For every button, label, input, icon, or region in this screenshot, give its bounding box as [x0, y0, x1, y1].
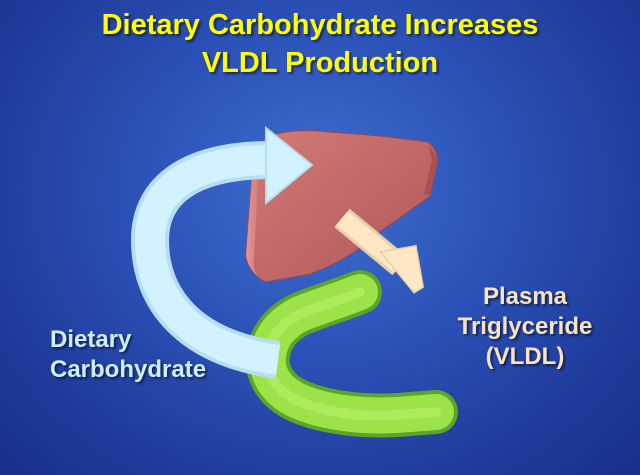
- carb-label-line-2: Carbohydrate: [50, 356, 207, 383]
- vldl-output-arrow-icon: [334, 208, 425, 294]
- carb-label-line-1: Dietary: [50, 326, 132, 353]
- slide-title: Dietary Carbohydrate Increases VLDL Prod…: [0, 6, 640, 82]
- dietary-carbohydrate-label: Dietary Carbohydrate: [50, 325, 206, 385]
- carbohydrate-arrow-icon: [130, 125, 314, 379]
- tg-label-line-3: (VLDL): [485, 343, 565, 370]
- plasma-triglyceride-label: Plasma Triglyceride (VLDL): [420, 282, 630, 372]
- tg-label-line-1: Plasma: [482, 283, 568, 310]
- intestine-icon: [245, 270, 458, 438]
- title-line-1: Dietary Carbohydrate Increases: [101, 9, 539, 41]
- tg-label-line-2: Triglyceride: [457, 313, 593, 340]
- title-line-2: VLDL Production: [201, 47, 439, 79]
